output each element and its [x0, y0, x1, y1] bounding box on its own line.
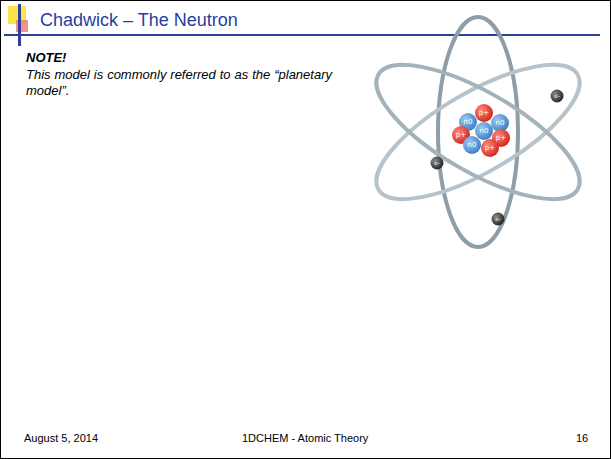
nucleon-label: n0 — [459, 113, 477, 131]
nucleon-label: n0 — [463, 136, 481, 154]
slide-title: Chadwick – The Neutron — [40, 10, 238, 31]
nucleon-label: p+ — [481, 139, 499, 157]
note-heading: NOTE! — [26, 50, 66, 65]
electron-label: e- — [492, 213, 505, 226]
nucleon-label: p+ — [475, 104, 493, 122]
particle-ball — [475, 104, 493, 122]
note-text: This model is commonly referred to as th… — [26, 67, 332, 99]
page-number: 16 — [576, 432, 588, 444]
particle-ball — [475, 122, 493, 140]
footer-date: August 5, 2014 — [24, 432, 98, 444]
electron-label: e- — [431, 157, 444, 170]
electron-label: e- — [551, 90, 564, 103]
deco-bar — [18, 4, 21, 46]
footer-course: 1DCHEM - Atomic Theory — [242, 432, 368, 444]
particle-ball — [492, 213, 505, 226]
nucleon-label: n0 — [491, 114, 509, 132]
deco-square — [16, 20, 28, 32]
particle-ball — [551, 90, 564, 103]
particle-ball — [431, 157, 444, 170]
nucleon-label: n0 — [475, 122, 493, 140]
title-rule — [4, 34, 600, 36]
atom-illustration — [358, 17, 597, 247]
nucleon-label: p+ — [452, 126, 470, 144]
particles — [431, 90, 564, 226]
